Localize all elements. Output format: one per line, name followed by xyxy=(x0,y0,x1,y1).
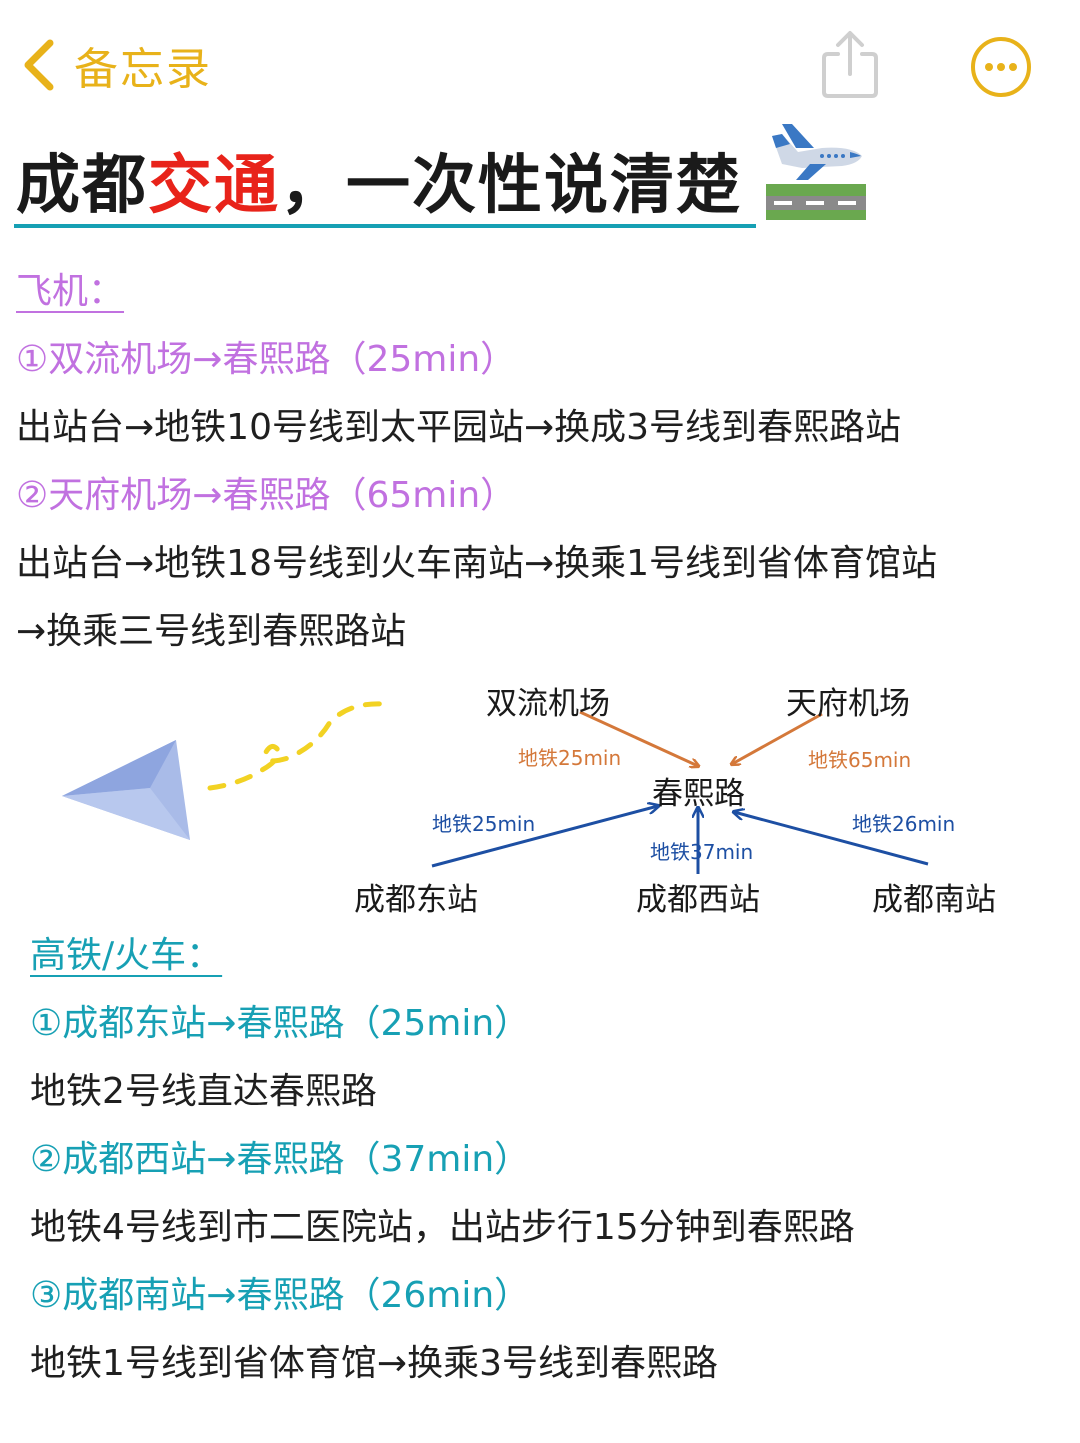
arrow-east-to-center xyxy=(431,806,658,868)
rail-route-2-title: ②成都西站→春熙路（37min） xyxy=(30,1139,531,1180)
title-part-2: ，一次性说清楚 xyxy=(280,149,742,223)
paper-plane-icon xyxy=(62,701,387,840)
rail-route-1-title: ①成都东站→春熙路（25min） xyxy=(30,1003,531,1044)
flight-route-1-detail: 出站台→地铁10号线到太平园站→换成3号线到春熙路站 xyxy=(16,407,902,448)
flight-route-2-title: ②天府机场→春熙路（65min） xyxy=(16,475,517,516)
node-chengdu-east: 成都东站 xyxy=(354,882,478,918)
arrow-tianfu-to-center xyxy=(732,712,823,764)
rail-route-3-detail: 地铁1号线到省体育馆→换乘3号线到春熙路 xyxy=(30,1343,718,1384)
rail-route-1-detail: 地铁2号线直达春熙路 xyxy=(30,1071,377,1112)
label-east-time: 地铁25min xyxy=(432,812,536,836)
title-part-1: 成都 xyxy=(16,149,148,223)
route-diagram: 双流机场 天府机场 春熙路 成都东站 成都西站 成都南站 地铁25min 地铁6… xyxy=(0,660,1080,920)
node-chunxi-road: 春熙路 xyxy=(652,776,745,812)
label-tianfu-time: 地铁65min xyxy=(808,748,912,772)
back-button-label: 备忘录 xyxy=(74,44,212,95)
arrow-south-to-center xyxy=(734,812,929,866)
flight-route-2-detail-line-2: →换乘三号线到春熙路站 xyxy=(16,611,407,652)
title-accent: 交通 xyxy=(148,149,280,223)
route-diagram-arrows xyxy=(62,701,929,874)
node-shuangliu-airport: 双流机场 xyxy=(486,686,610,722)
title-underline xyxy=(14,224,756,228)
top-nav-bar: 备忘录 xyxy=(0,0,1080,130)
label-shuangliu-time: 地铁25min xyxy=(518,746,622,770)
node-chengdu-west: 成都西站 xyxy=(636,882,760,918)
flight-route-2-detail-line-1: 出站台→地铁18号线到火车南站→换乘1号线到省体育馆站 xyxy=(16,543,938,584)
share-icon[interactable] xyxy=(818,28,882,100)
label-west-time: 地铁37min xyxy=(650,840,754,864)
flight-route-1-title: ①双流机场→春熙路（25min） xyxy=(16,339,517,380)
back-button[interactable]: 备忘录 xyxy=(18,30,212,100)
rail-section-heading: 高铁/火车： xyxy=(30,935,223,976)
page-title: 成都交通，一次性说清楚 xyxy=(16,134,742,226)
chevron-left-icon xyxy=(24,39,54,91)
page-title-row: 成都交通，一次性说清楚 xyxy=(16,140,742,223)
flight-section-heading: 飞机： xyxy=(16,271,125,312)
rail-route-2-detail: 地铁4号线到市二医院站，出站步行15分钟到春熙路 xyxy=(30,1207,855,1248)
arrow-shuangliu-to-center xyxy=(579,710,698,766)
more-dots-icon[interactable] xyxy=(968,34,1034,100)
node-tianfu-airport: 天府机场 xyxy=(786,686,910,722)
rail-route-3-title: ③成都南站→春熙路（26min） xyxy=(30,1275,531,1316)
label-south-time: 地铁26min xyxy=(852,812,956,836)
airplane-departure-icon xyxy=(766,124,866,220)
node-chengdu-south: 成都南站 xyxy=(872,882,996,918)
